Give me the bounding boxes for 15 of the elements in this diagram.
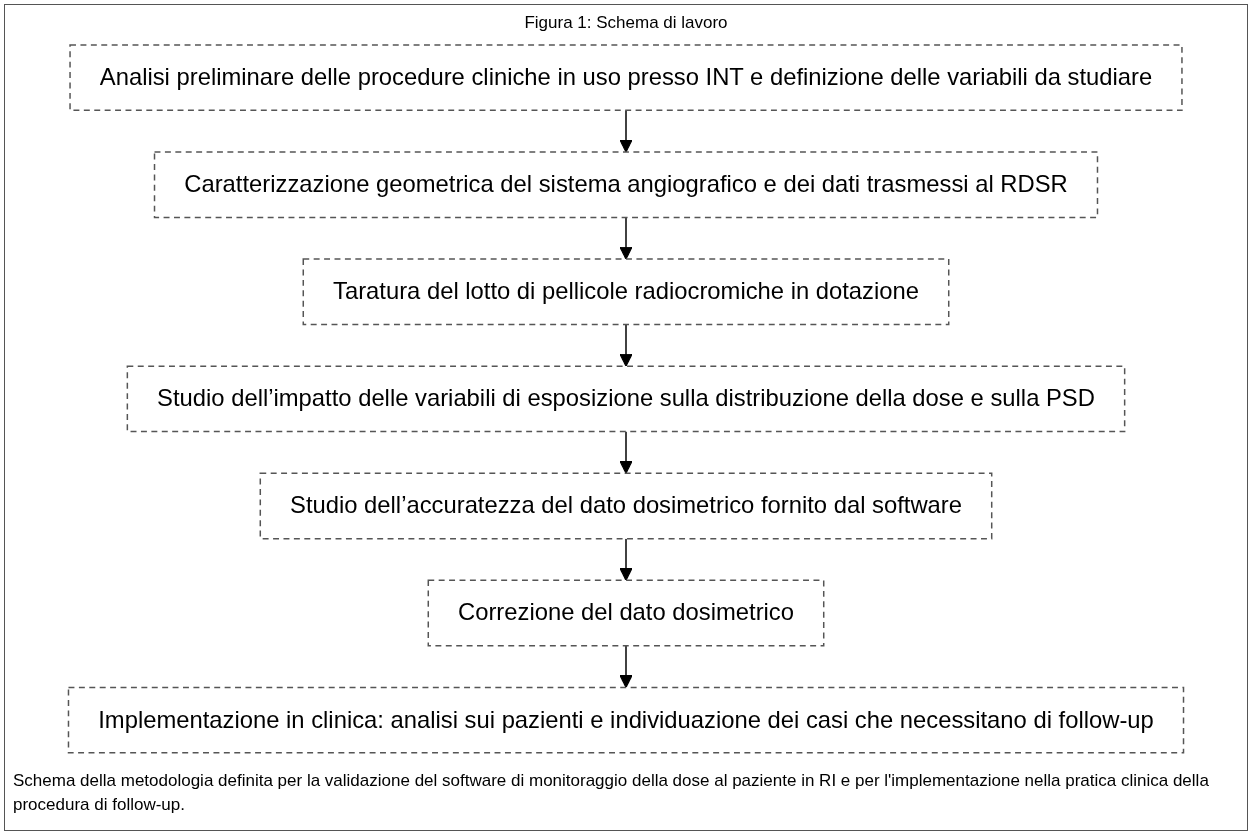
arrow — [619, 430, 633, 474]
arrow — [619, 645, 633, 688]
arrow — [619, 537, 633, 581]
arrow — [619, 109, 633, 153]
node-box: Correzione del dato dosimetrico — [427, 579, 825, 647]
figure-caption: Schema della metodologia definita per la validazione del software di monitoraggio della dose al paziente in RI e per l'implementazione nella pratica clinica della procedura di follow-up. — [12, 769, 1210, 817]
node-box: Implementazione in clinica: analisi sui pazienti e individuazione dei casi che necessitano di follow-up — [67, 686, 1185, 754]
node-box: Analisi preliminare delle procedure cliniche in uso presso INT e definizione delle variabili da studiare — [69, 44, 1183, 112]
node-box: Studio dell’accuratezza del dato dosimetrico fornito dal software — [259, 472, 993, 540]
figure-title: Figura 1: Schema di lavoro — [524, 13, 728, 33]
node-box: Studio dell’impatto delle variabili di esposizione sulla distribuzione della dose e sulla PSD — [126, 365, 1126, 433]
arrow — [619, 216, 633, 260]
node-box: Taratura del lotto di pellicole radiocromiche in dotazione — [302, 258, 950, 326]
node-box: Caratterizzazione geometrica del sistema angiografico e dei dati trasmessi al RDSR — [153, 151, 1099, 219]
arrow — [619, 323, 633, 367]
